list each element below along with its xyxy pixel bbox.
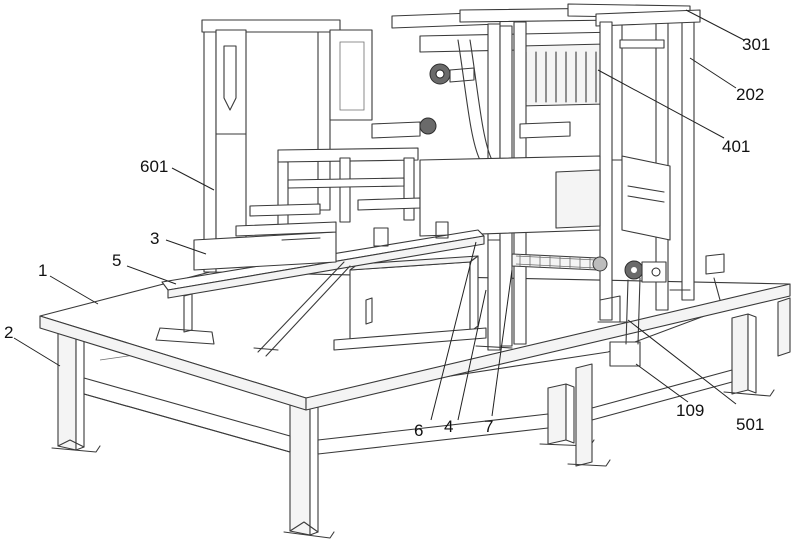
front-posts [475, 239, 721, 351]
callout-202: 202 [736, 85, 764, 104]
callout-401: 401 [722, 137, 750, 156]
callout-6: 6 [414, 421, 423, 440]
callout-2: 2 [4, 323, 13, 342]
table-legs [51, 297, 791, 539]
callout-1: 1 [38, 261, 47, 280]
callout-4: 4 [444, 417, 453, 436]
callout-5: 5 [112, 251, 121, 270]
slide-rail [155, 221, 485, 357]
callout-301: 301 [742, 35, 770, 54]
callout-501: 501 [736, 415, 764, 434]
press-frame [249, 147, 421, 231]
callout-labels: 1 2 3 4 5 6 7 109 202 301 401 501 601 [4, 35, 770, 440]
callout-7: 7 [484, 417, 493, 436]
callout-3: 3 [150, 229, 159, 248]
right-assembly [419, 155, 725, 367]
work-bin [333, 255, 487, 351]
callout-601: 601 [140, 157, 168, 176]
callout-109: 109 [676, 401, 704, 420]
leader-lines [13, 9, 745, 421]
